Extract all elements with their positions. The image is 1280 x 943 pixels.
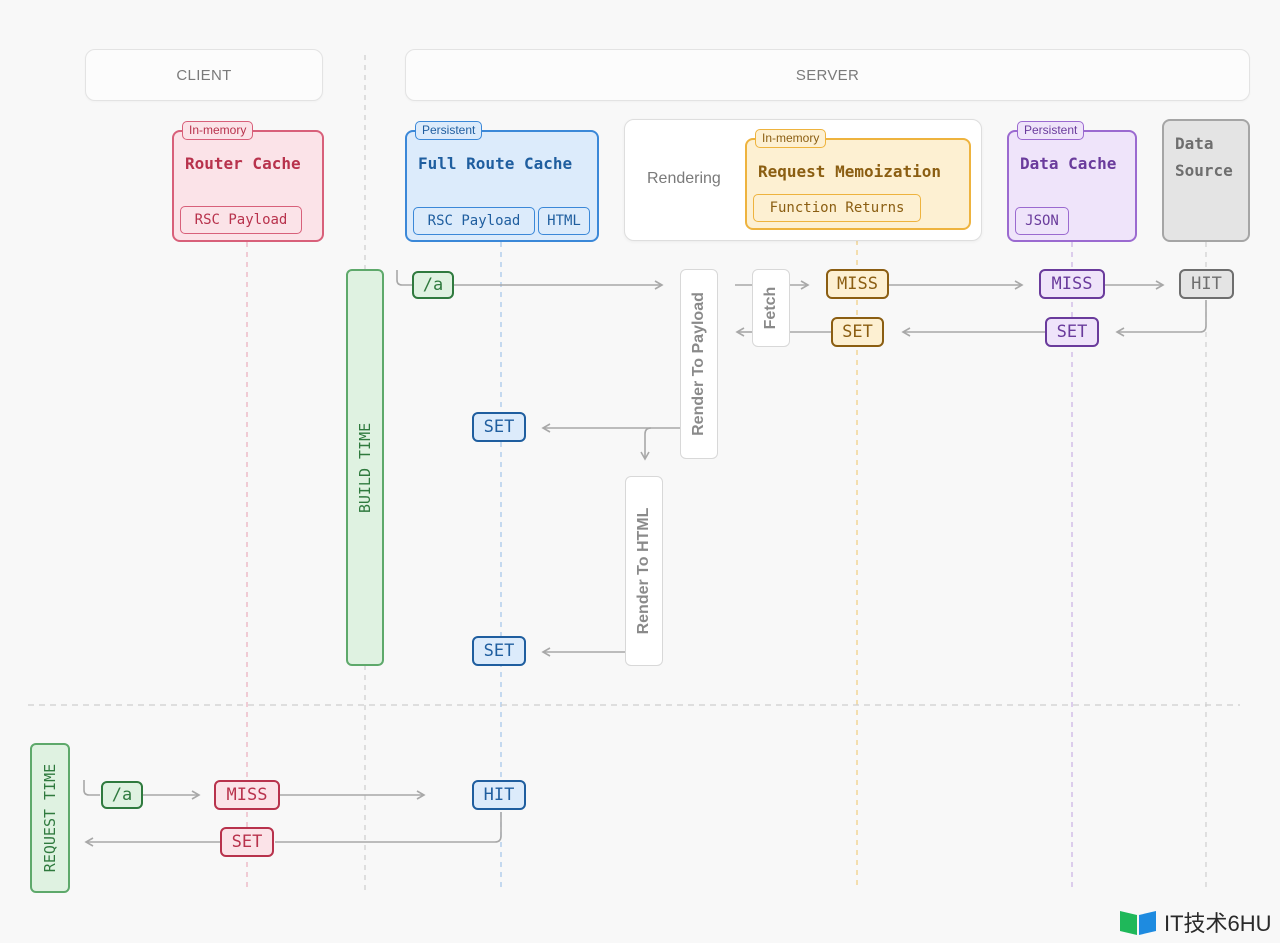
rendering-label: Rendering [647, 170, 721, 187]
render-to-payload-label: Render To Payload [690, 292, 707, 436]
build-time-label: BUILD TIME [356, 422, 374, 513]
data-cache-title: Data Cache [1020, 154, 1117, 173]
fetch-label: Fetch [762, 286, 779, 330]
full-route-cache-tag: Persistent [415, 121, 483, 140]
data-cache-box: Persistent Data Cache JSON [1007, 121, 1137, 242]
memo-set-pill: SET [831, 317, 884, 347]
data-source-box: Data Source [1162, 119, 1250, 242]
data-cache-json: JSON [1015, 207, 1069, 235]
request-time-label: REQUEST TIME [41, 763, 59, 873]
request-memoization-box: In-memory Request Memoization Function R… [745, 129, 971, 230]
data-cache-tag: Persistent [1017, 121, 1085, 140]
request-memoization-function-returns: Function Returns [753, 194, 921, 222]
frc-hit-pill: HIT [472, 780, 526, 810]
request-route-pill: /a [101, 781, 143, 809]
data-set-pill: SET [1045, 317, 1099, 347]
data-miss-pill: MISS [1039, 269, 1105, 299]
watermark-text: IT技术6HU [1164, 911, 1272, 936]
watermark: IT技术6HU [1118, 906, 1272, 938]
server-header-label: SERVER [795, 66, 860, 84]
data-source-title-line2: Source [1175, 161, 1233, 180]
render-to-payload-box: Render To Payload [680, 269, 718, 459]
router-cache-rsc-payload: RSC Payload [180, 206, 302, 234]
render-to-html-box: Render To HTML [625, 476, 663, 666]
router-miss-pill: MISS [214, 780, 280, 810]
full-route-cache-box: Persistent Full Route Cache RSC Payload … [405, 121, 599, 242]
frc-set-html-pill: SET [472, 636, 526, 666]
build-route-pill: /a [412, 271, 454, 299]
router-cache-title: Router Cache [185, 154, 301, 173]
full-route-cache-html: HTML [538, 207, 590, 235]
fetch-box: Fetch [752, 269, 790, 347]
source-hit-pill: HIT [1179, 269, 1234, 299]
book-logo-icon [1120, 911, 1156, 935]
full-route-cache-rsc-payload: RSC Payload [413, 207, 535, 235]
request-memoization-title: Request Memoization [758, 162, 942, 181]
router-cache-box: In-memory Router Cache RSC Payload [172, 121, 324, 242]
router-set-pill: SET [220, 827, 274, 857]
render-to-html-label: Render To HTML [635, 507, 652, 635]
request-memoization-tag: In-memory [755, 129, 827, 148]
full-route-cache-title: Full Route Cache [418, 154, 573, 173]
build-time-bar: BUILD TIME [346, 269, 384, 666]
server-header: SERVER [405, 49, 1250, 101]
frc-set-payload-pill: SET [472, 412, 526, 442]
client-header-label: CLIENT [176, 66, 232, 84]
rendering-panel: Rendering In-memory Request Memoization … [624, 119, 982, 241]
client-header: CLIENT [85, 49, 323, 101]
memo-miss-pill: MISS [826, 269, 889, 299]
request-time-bar: REQUEST TIME [30, 743, 70, 893]
data-source-title-line1: Data [1175, 134, 1214, 153]
router-cache-tag: In-memory [182, 121, 254, 140]
